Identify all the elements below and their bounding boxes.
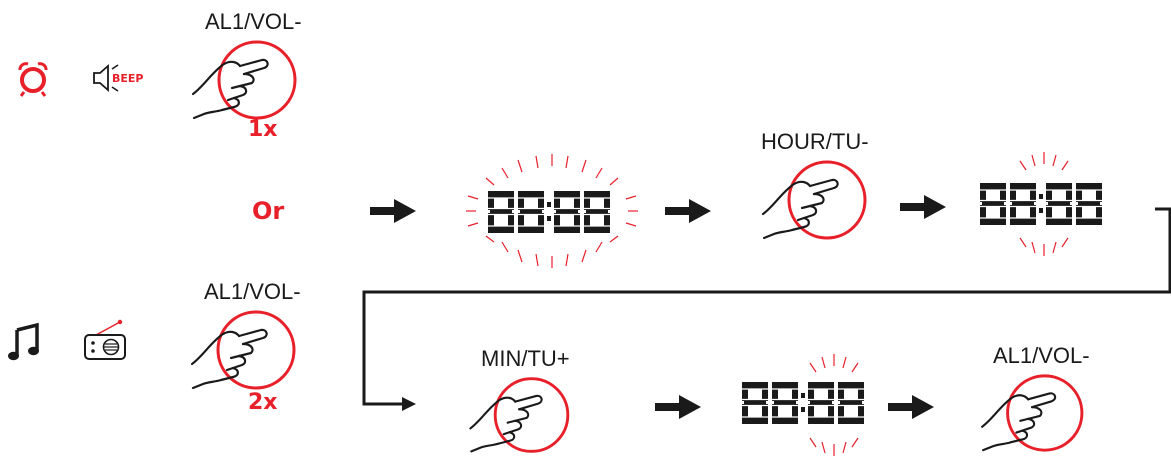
clock-display bbox=[466, 154, 638, 268]
or-label: Or bbox=[252, 197, 285, 225]
blink-rays bbox=[466, 154, 638, 268]
alarm-clock-icon bbox=[18, 62, 48, 97]
clock-display bbox=[724, 354, 888, 456]
step-min-button-label: MIN/TU+ bbox=[481, 346, 570, 371]
arrow-right-icon bbox=[665, 199, 711, 223]
music-note-icon bbox=[8, 322, 39, 361]
press-button-icon bbox=[465, 373, 577, 459]
option-one-button-label: AL1/VOL- bbox=[205, 9, 302, 34]
blink-rays bbox=[1019, 152, 1069, 256]
beep-label: BEEP bbox=[112, 72, 144, 85]
step-hour-button-label: HOUR/TU- bbox=[761, 129, 869, 154]
step-confirm-button-label: AL1/VOL- bbox=[993, 343, 1090, 368]
clock-display bbox=[962, 152, 1126, 256]
blink-rays bbox=[809, 354, 859, 456]
speaker-icon bbox=[93, 64, 119, 92]
arrow-right-icon bbox=[900, 195, 946, 219]
radio-icon bbox=[84, 319, 126, 360]
arrow-right-icon bbox=[888, 395, 934, 419]
option-two-button-label: AL1/VOL- bbox=[204, 279, 301, 304]
press-button-icon bbox=[978, 370, 1090, 458]
press-button-icon bbox=[189, 306, 301, 396]
arrow-right-icon bbox=[370, 199, 416, 223]
option-one-press-count: 1x bbox=[248, 117, 278, 142]
press-button-icon bbox=[760, 156, 872, 246]
option-two-press-count: 2x bbox=[248, 390, 278, 415]
arrow-right-icon bbox=[655, 395, 701, 419]
speaker-beep-icon: BEEP bbox=[92, 63, 162, 93]
press-button-icon bbox=[190, 36, 302, 126]
